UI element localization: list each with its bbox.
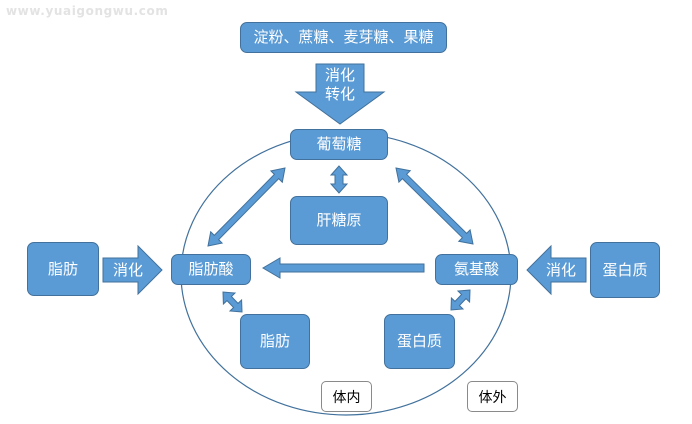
node-fatty-acid: 脂肪酸 (171, 254, 251, 285)
label-inside-body: 体内 (321, 381, 372, 412)
arrow-protein-digest (526, 244, 587, 296)
node-protein-outer: 蛋白质 (590, 242, 660, 298)
arrow-glucose-aminoacid (395, 167, 474, 245)
label-digest-right: 消化 (545, 261, 576, 279)
arrow-fattyacid-fat (222, 291, 243, 313)
label-digest-left: 消化 (112, 261, 143, 279)
arrow-glucose-fattyacid (207, 167, 286, 247)
node-glycogen: 肝糖原 (290, 196, 388, 245)
node-fat-outer: 脂肪 (27, 242, 99, 296)
watermark: www.yuaigongwu.com (6, 4, 169, 18)
label-digest-transform: 消化 转化 (314, 66, 366, 104)
label-digest: 消化 (324, 66, 355, 84)
node-fat-inner: 脂肪 (240, 314, 310, 369)
node-glucose: 葡萄糖 (290, 129, 388, 160)
node-protein-inner: 蛋白质 (384, 314, 455, 369)
arrow-aminoacid-protein (450, 289, 471, 311)
arrow-sugars-to-glucose (294, 63, 386, 125)
arrow-glucose-glycogen (329, 165, 349, 194)
node-sugars: 淀粉、蔗糖、麦芽糖、果糖 (240, 22, 447, 53)
label-transform: 转化 (324, 84, 355, 103)
node-amino-acid: 氨基酸 (435, 254, 518, 285)
label-outside-body: 体外 (467, 381, 518, 412)
arrow-amino-to-fatty (262, 257, 425, 279)
arrow-fat-digest (102, 244, 163, 296)
